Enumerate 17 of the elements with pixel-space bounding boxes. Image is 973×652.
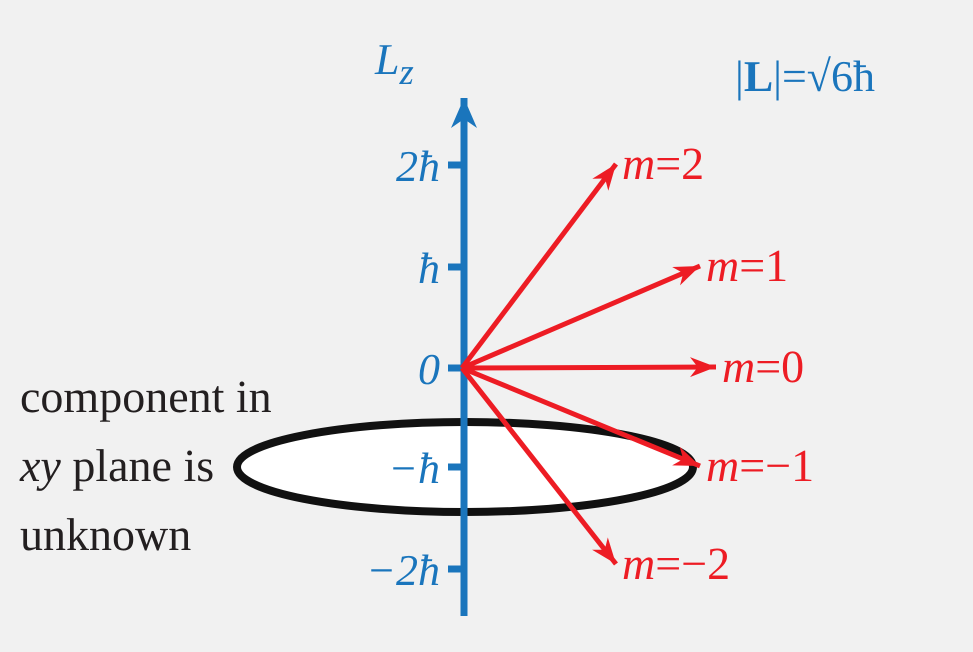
tick-label: −2ħ	[366, 549, 440, 593]
vector-label: m=−1	[706, 443, 814, 489]
vector-arrow	[461, 366, 701, 468]
vector-label: m=0	[722, 344, 804, 390]
tick-label: 2ħ	[396, 145, 440, 189]
tick-label: 0	[418, 348, 440, 392]
vector-arrow	[460, 162, 618, 370]
vector-label: m=1	[706, 243, 788, 289]
tick-label: ħ	[418, 247, 440, 291]
vector-arrow	[460, 366, 618, 566]
note-text: component in xy plane is unknown	[20, 370, 273, 562]
tick-label: −ħ	[388, 447, 440, 491]
axis-label: L$_{z}$	[375, 38, 414, 90]
vector-label: m=−2	[622, 541, 730, 587]
vector-arrow	[461, 264, 701, 370]
magnitude-formula: |L|=√6ħ	[735, 55, 875, 99]
vector-label: m=2	[622, 141, 704, 187]
